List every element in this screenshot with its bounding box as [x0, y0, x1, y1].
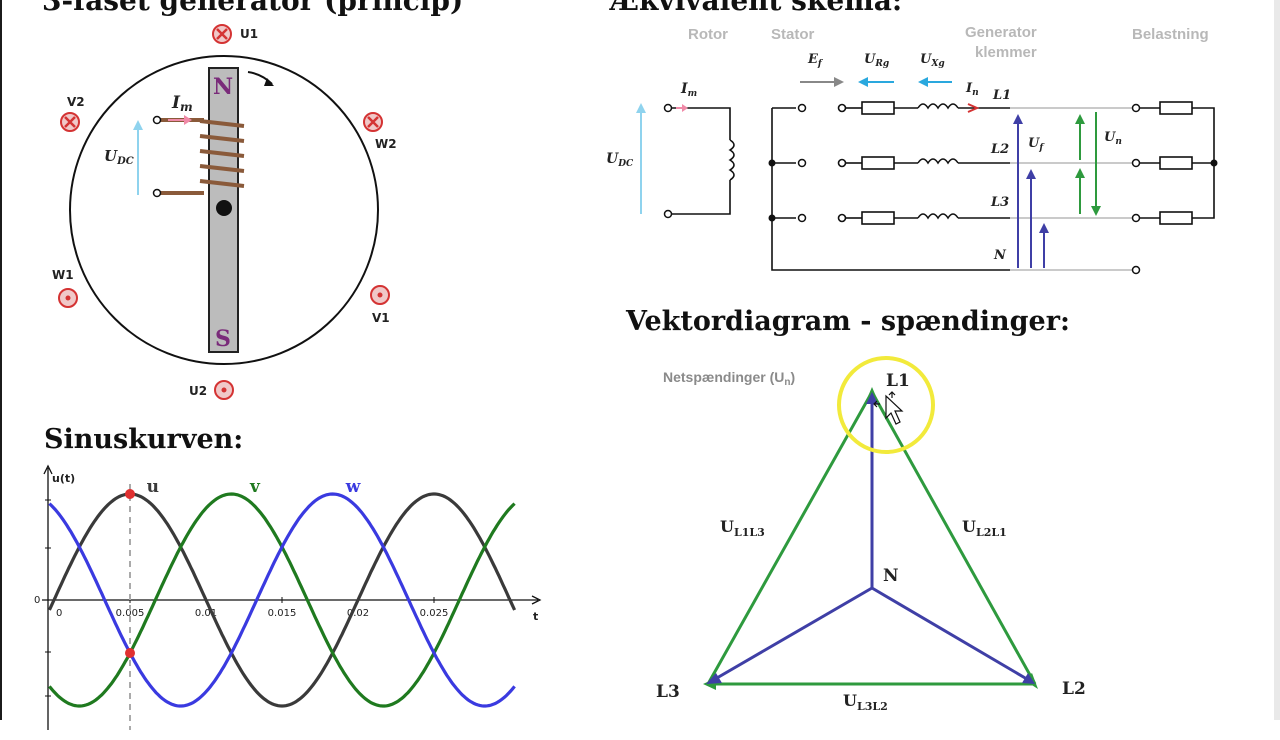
- col-load-label: Belastning: [1132, 26, 1209, 43]
- network-lines: [1010, 107, 1132, 271]
- terminal-w2-label: W2: [375, 137, 397, 151]
- terminal-u2: U2: [189, 380, 234, 400]
- x-tick-label: 0: [56, 608, 62, 619]
- sine-chart: u(t) t 0 0 0.005 0.01 0.015 0.02 0.025 u v w: [34, 464, 542, 730]
- vector-l1-label: L1: [886, 371, 910, 391]
- equivalent-schematic: Rotor Stator Generator klemmer Belastnin…: [606, 24, 1218, 275]
- terminal-u1-label: U1: [240, 27, 258, 41]
- svg-text:UXg: UXg: [920, 52, 945, 69]
- rotor-circuit: [670, 107, 735, 215]
- time-marker-point: [125, 489, 135, 499]
- series-u-label: u: [147, 477, 159, 497]
- coil-terminal-bottom: [152, 188, 162, 198]
- svg-text:In: In: [965, 81, 979, 98]
- vector-legend: Netspændinger (U: [663, 369, 784, 385]
- series-v-label: v: [249, 477, 261, 497]
- terminal-u1: U1: [212, 24, 258, 44]
- terminal-u2-label: U2: [189, 384, 207, 398]
- udc-label: U: [104, 147, 118, 165]
- terminal-w2: W2: [363, 112, 397, 151]
- vector-l3-label: L3: [656, 682, 680, 702]
- x-tick-label: 0.015: [268, 608, 297, 619]
- terminal-v1: V1: [370, 285, 390, 325]
- y-axis-label: u(t): [52, 472, 75, 485]
- terminal-v2: V2: [60, 95, 85, 132]
- coil-terminal-top: [152, 115, 162, 125]
- svg-text:Un: Un: [1104, 130, 1122, 147]
- rotor-axis-icon: [216, 200, 232, 216]
- load-terminals: [1131, 103, 1141, 275]
- udc-sub: DC: [116, 156, 134, 167]
- series-w-label: w: [345, 477, 361, 497]
- line-l3-label: L3: [990, 195, 1009, 210]
- heading-vector-diagram: Vektordiagram - spændinger:: [626, 306, 1070, 337]
- x-tick-label: 0.01: [195, 608, 217, 619]
- y-zero-label: 0: [34, 595, 40, 606]
- col-rotor-label: Rotor: [688, 26, 728, 43]
- slide-right-border: [1274, 0, 1280, 720]
- ul1l3-label: U: [720, 517, 734, 536]
- uf-arrows: [1017, 120, 1045, 268]
- svg-text:UDC: UDC: [606, 151, 634, 169]
- vector-diagram: Netspændinger (Un) L1 L2 L3 N UL1L3 UL2L…: [656, 356, 1086, 713]
- svg-text:UL3L2: UL3L2: [843, 691, 888, 713]
- in-arrow: [967, 103, 980, 113]
- terminal-v2-label: V2: [67, 95, 85, 109]
- line-l2-label: L2: [990, 142, 1009, 157]
- ul2l1-label: U: [962, 517, 976, 536]
- stator-circle: [69, 55, 379, 365]
- ul3l2-label: U: [843, 691, 857, 710]
- col-stator-label: Stator: [771, 26, 815, 43]
- phase-voltage-star: [709, 396, 1033, 684]
- x-tick-label: 0.025: [420, 608, 449, 619]
- line-l1-label: L1: [992, 88, 1011, 103]
- time-marker-point: [125, 648, 135, 658]
- svg-text:Ef: Ef: [807, 52, 824, 69]
- vector-n-label: N: [883, 566, 899, 586]
- line-voltage-triangle: [706, 391, 1037, 686]
- svg-text:Netspændinger (Un): Netspændinger (Un): [663, 369, 795, 388]
- svg-text:UL2L1: UL2L1: [962, 517, 1007, 539]
- generator-diagram: N S Im UDC U1 U2 V2 W2 W1: [52, 24, 397, 400]
- pole-s-label: S: [215, 326, 231, 352]
- pole-n-label: N: [213, 74, 233, 100]
- move-cursor-icon: [873, 391, 904, 425]
- load-resistors: [1140, 101, 1215, 225]
- current-sub: m: [180, 100, 193, 114]
- terminal-w1: W1: [52, 268, 78, 308]
- svg-text:Im: Im: [680, 81, 697, 99]
- x-axis-label: t: [533, 610, 538, 623]
- current-label: I: [171, 93, 181, 113]
- slide-left-border: [0, 0, 2, 720]
- svg-text:Im: Im: [171, 93, 193, 114]
- line-n-label: N: [993, 248, 1007, 263]
- y-axis-arrow-icon: [43, 464, 53, 475]
- svg-text:Uf: Uf: [1028, 136, 1045, 153]
- un-arrows: [1079, 112, 1097, 214]
- x-tick-label: 0.02: [347, 608, 369, 619]
- heading-generator: 3-faset generator (princip): [42, 0, 464, 17]
- highlight-circle: [837, 356, 935, 454]
- svg-text:UL1L3: UL1L3: [720, 517, 765, 539]
- vector-l2-label: L2: [1062, 679, 1086, 699]
- terminal-v1-label: V1: [372, 311, 390, 325]
- x-axis-arrow-icon: [531, 595, 542, 605]
- terminal-w1-label: W1: [52, 268, 74, 282]
- heading-equivalent-schematic: Ækvivalent skema:: [610, 0, 903, 17]
- col-klemmer-label: klemmer: [975, 44, 1037, 61]
- udc-arrow-icon: [133, 120, 143, 130]
- phase-branches: [837, 101, 1010, 225]
- col-generator-label: Generator: [965, 24, 1037, 41]
- svg-text:URg: URg: [864, 52, 889, 69]
- series-w-curve: [48, 492, 516, 708]
- heading-sinus-curve: Sinuskurven:: [44, 424, 244, 455]
- x-tick-label: 0.005: [116, 608, 145, 619]
- svg-text:UDC: UDC: [104, 147, 134, 167]
- rotor-coil: [158, 118, 245, 195]
